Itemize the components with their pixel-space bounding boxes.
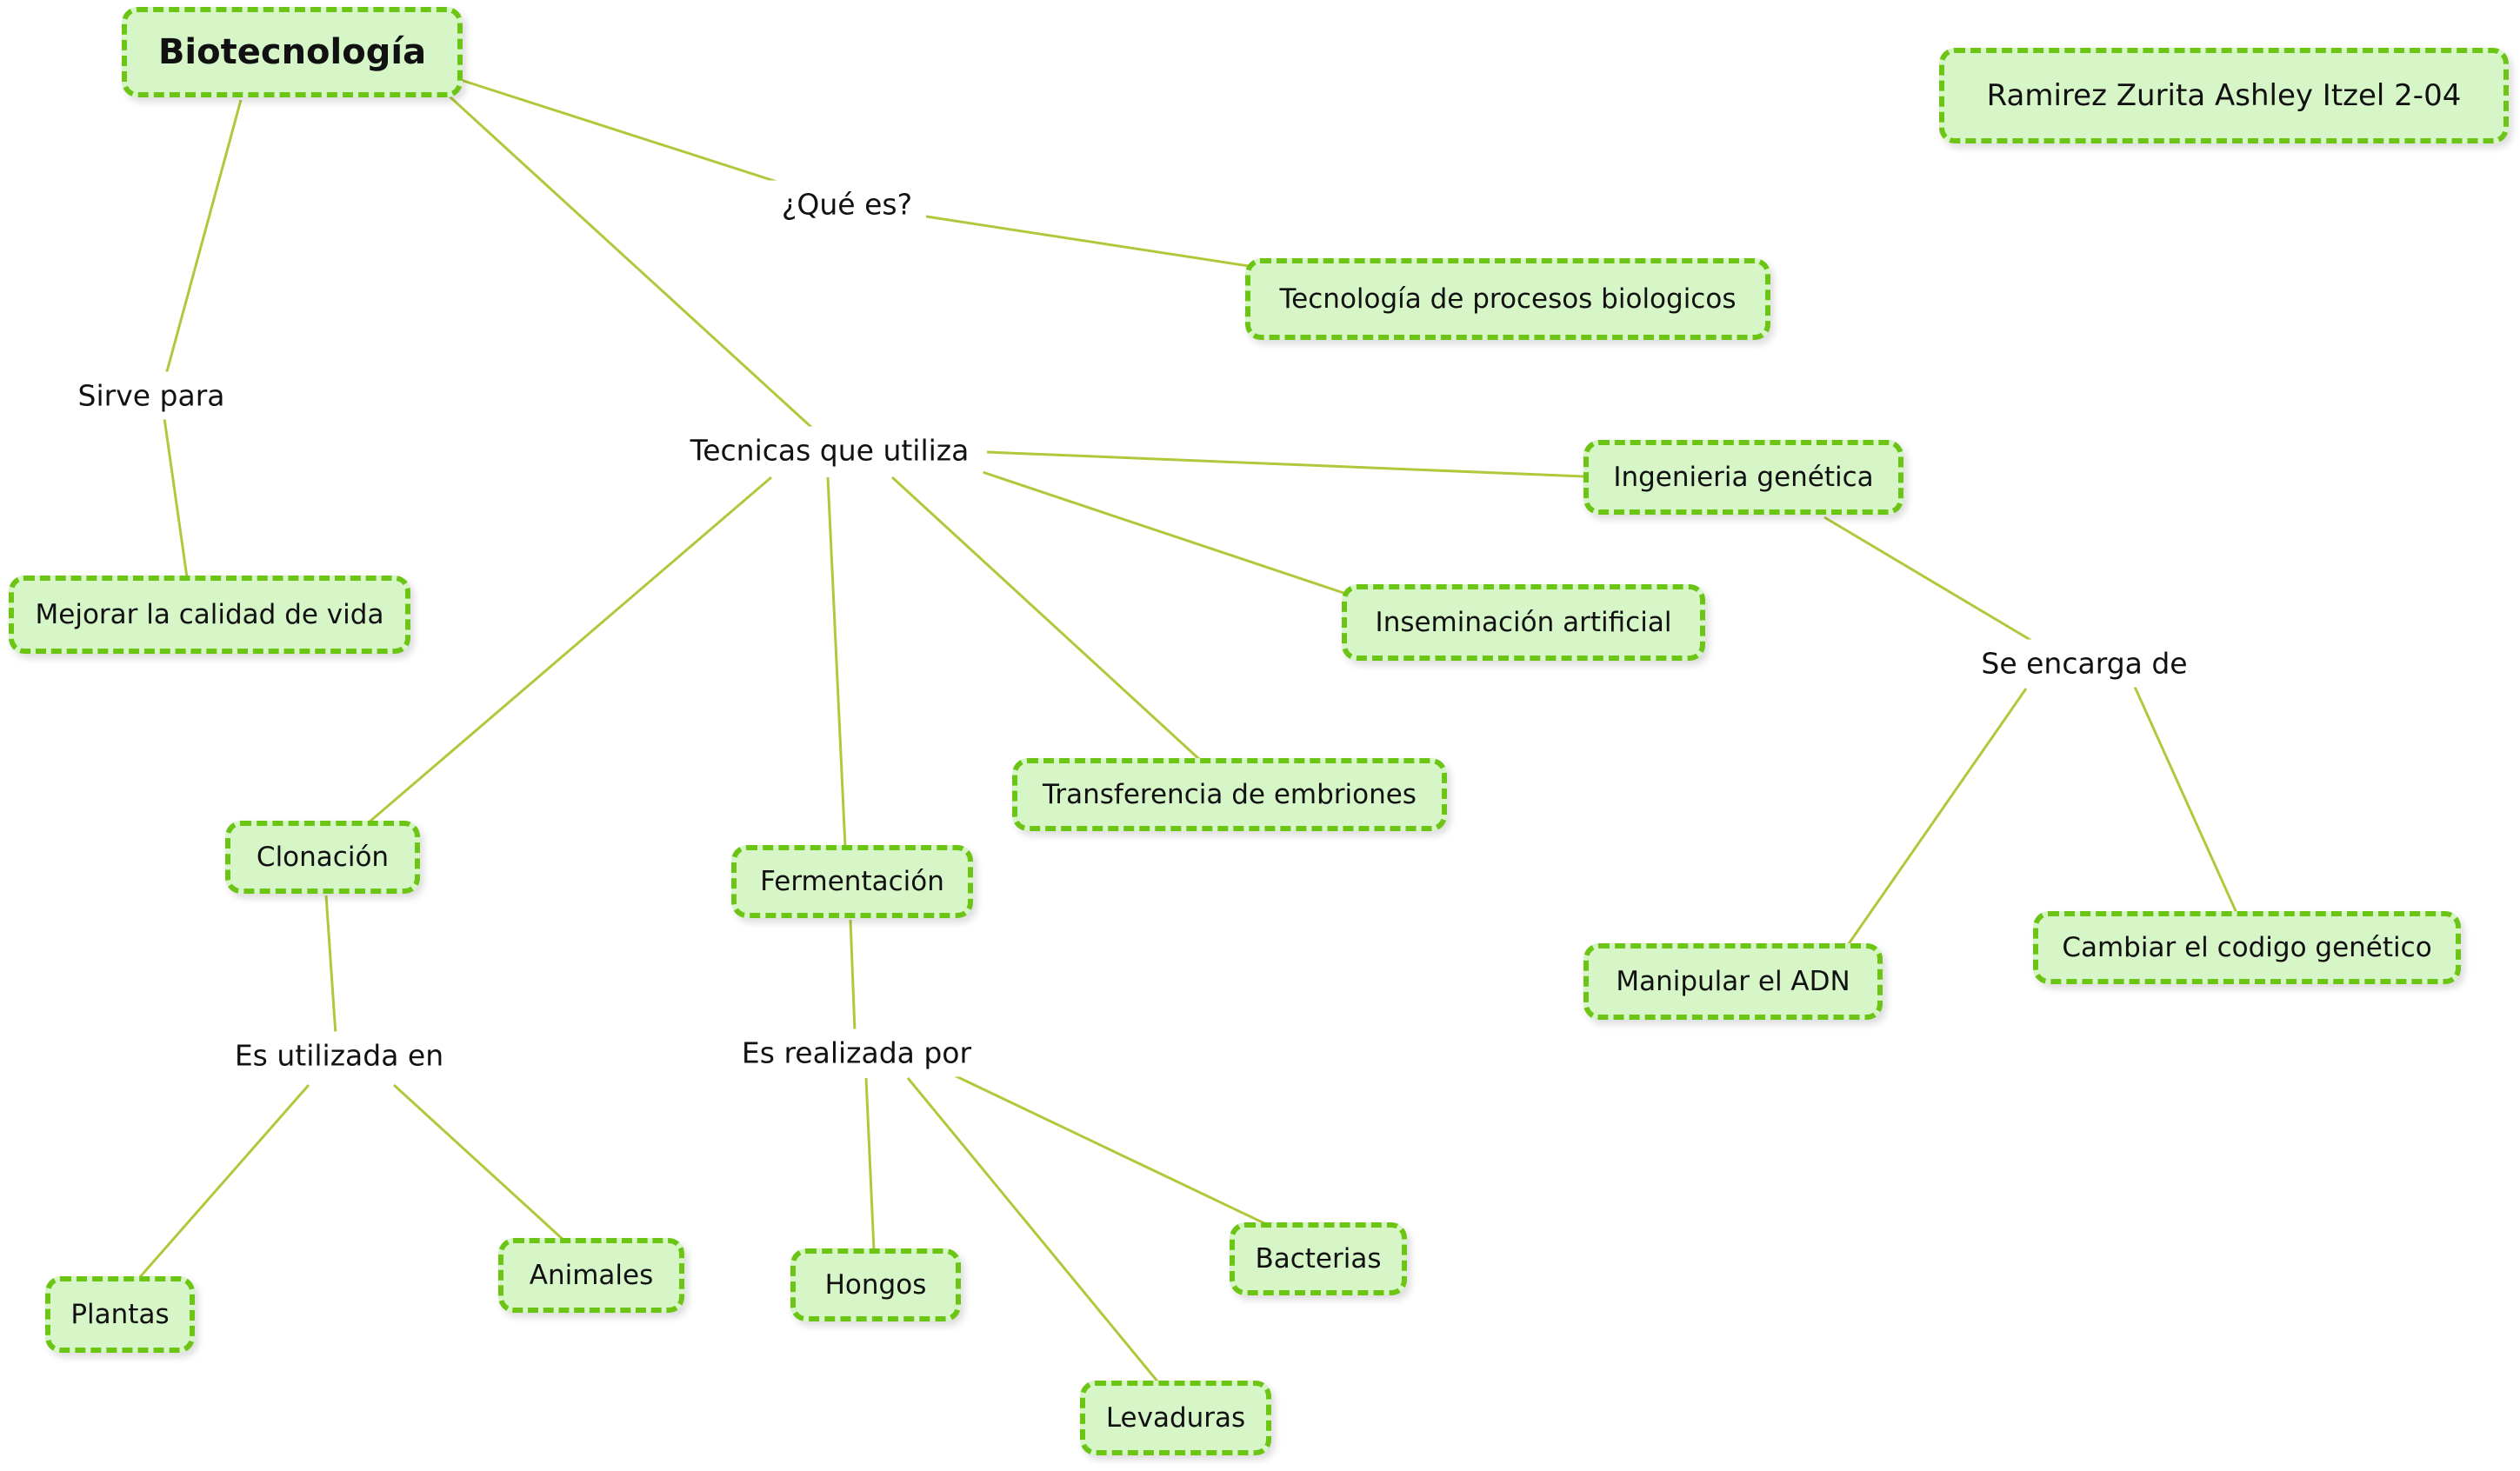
node-cambiar-codigo[interactable]: Cambiar el codigo genético: [2033, 911, 2461, 984]
node-levaduras[interactable]: Levaduras: [1080, 1381, 1271, 1455]
edge-fermentacion-esrealizada: [849, 919, 857, 1032]
node-mejorar-calidad[interactable]: Mejorar la calidad de vida: [9, 576, 410, 654]
node-manipular-adn[interactable]: Manipular el ADN: [1583, 943, 1883, 1020]
edge-tecnicas-transferencia: [890, 476, 1202, 762]
edge-ingenieria-seencarga: [1823, 516, 2044, 649]
link-label-es-realizada[interactable]: Es realizada por: [727, 1028, 986, 1077]
edge-esrealizada-bacterias: [944, 1069, 1267, 1226]
edge-seencarga-manipular: [1846, 688, 2028, 946]
node-ingenieria-genetica[interactable]: Ingenieria genética: [1583, 440, 1903, 515]
edge-biotecnologia-tecnologia: [460, 78, 1272, 271]
edge-esutilizada-animales: [392, 1083, 567, 1243]
edge-biotecnologia-mejorar: [159, 99, 243, 584]
node-tecnologia-procesos[interactable]: Tecnología de procesos biologicos: [1245, 258, 1770, 340]
edge-esrealizada-levaduras: [906, 1077, 1160, 1383]
link-label-se-encarga[interactable]: Se encarga de: [1967, 639, 2202, 688]
node-inseminacion[interactable]: Inseminación artificial: [1342, 584, 1705, 661]
node-author[interactable]: Ramirez Zurita Ashley Itzel 2-04: [1939, 48, 2509, 143]
node-clonacion[interactable]: Clonación: [225, 821, 420, 894]
edge-esutilizada-plantas: [137, 1084, 310, 1279]
edge-tecnicas-inseminacion: [963, 464, 1370, 603]
node-bacterias[interactable]: Bacterias: [1230, 1222, 1407, 1295]
link-label-tecnicas[interactable]: Tecnicas que utiliza: [676, 426, 983, 475]
node-transferencia[interactable]: Transferencia de embriones: [1012, 758, 1447, 831]
link-label-sirve-para[interactable]: Sirve para: [63, 371, 239, 420]
node-plantas[interactable]: Plantas: [45, 1276, 195, 1353]
node-biotecnologia[interactable]: Biotecnología: [122, 7, 463, 97]
edge-seencarga-cambiar: [2133, 686, 2238, 914]
edge-biotecnologia-tecnicas: [448, 95, 826, 441]
edge-tecnicas-clonacion: [368, 476, 772, 824]
node-fermentacion[interactable]: Fermentación: [731, 845, 973, 918]
node-animales[interactable]: Animales: [498, 1238, 684, 1313]
node-hongos[interactable]: Hongos: [790, 1248, 961, 1321]
edge-tecnicas-ingenieria: [986, 450, 1584, 478]
edge-clonacion-esutilizada: [324, 895, 337, 1035]
link-label-que-es[interactable]: ¿Qué es?: [767, 180, 927, 229]
edge-tecnicas-fermentacion: [826, 476, 847, 848]
link-label-es-utilizada[interactable]: Es utilizada en: [220, 1031, 458, 1080]
edge-esrealizada-hongos: [864, 1077, 876, 1251]
